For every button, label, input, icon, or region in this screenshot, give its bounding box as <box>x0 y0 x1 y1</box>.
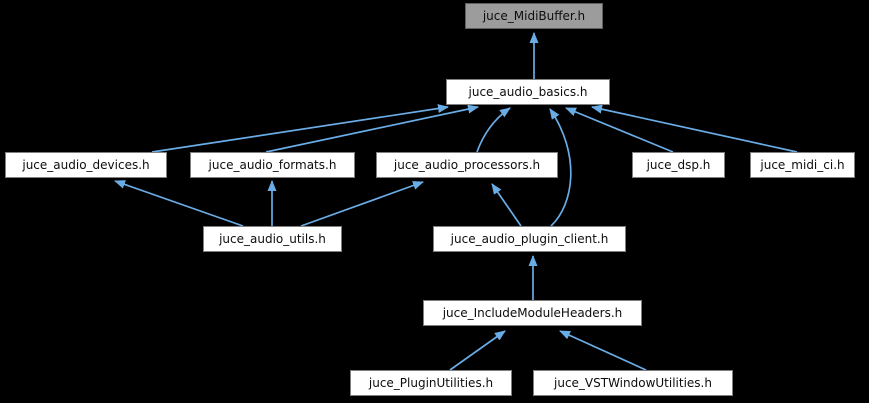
node-juce_audio_utils[interactable]: juce_audio_utils.h <box>203 226 342 252</box>
node-juce_IncludeModuleHeaders[interactable]: juce_IncludeModuleHeaders.h <box>423 300 642 326</box>
node-juce_MidiBuffer[interactable]: juce_MidiBuffer.h <box>465 3 603 29</box>
node-juce_audio_plugin_client[interactable]: juce_audio_plugin_client.h <box>433 226 626 252</box>
node-juce_audio_devices[interactable]: juce_audio_devices.h <box>5 152 167 178</box>
node-juce_dsp[interactable]: juce_dsp.h <box>632 152 725 178</box>
edge-juce_audio_plugin_client-to-juce_audio_processors <box>491 183 522 227</box>
node-juce_midi_ci[interactable]: juce_midi_ci.h <box>750 152 855 178</box>
edge-juce_audio_utils-to-juce_audio_processors <box>300 181 424 227</box>
edge-juce_VSTWindowUtilities-to-juce_IncludeModuleHeaders <box>559 330 647 371</box>
edge-juce_midi_ci-to-juce_audio_basics <box>591 104 798 153</box>
node-juce_audio_processors[interactable]: juce_audio_processors.h <box>376 152 558 178</box>
edge-juce_audio_plugin_client-to-juce_audio_basics <box>549 108 572 227</box>
node-juce_PluginUtilities[interactable]: juce_PluginUtilities.h <box>350 370 512 396</box>
edge-juce_audio_processors-to-juce_audio_basics <box>476 107 511 153</box>
node-juce_VSTWindowUtilities[interactable]: juce_VSTWindowUtilities.h <box>533 370 733 396</box>
edge-juce_dsp-to-juce_audio_basics <box>565 107 674 153</box>
node-juce_audio_formats[interactable]: juce_audio_formats.h <box>190 152 355 178</box>
edge-juce_PluginUtilities-to-juce_IncludeModuleHeaders <box>449 330 506 371</box>
edge-juce_audio_devices-to-juce_audio_basics <box>151 104 449 153</box>
edge-juce_audio_formats-to-juce_audio_basics <box>265 104 479 153</box>
node-juce_audio_basics[interactable]: juce_audio_basics.h <box>446 79 610 105</box>
edge-juce_audio_utils-to-juce_audio_devices <box>114 180 244 227</box>
